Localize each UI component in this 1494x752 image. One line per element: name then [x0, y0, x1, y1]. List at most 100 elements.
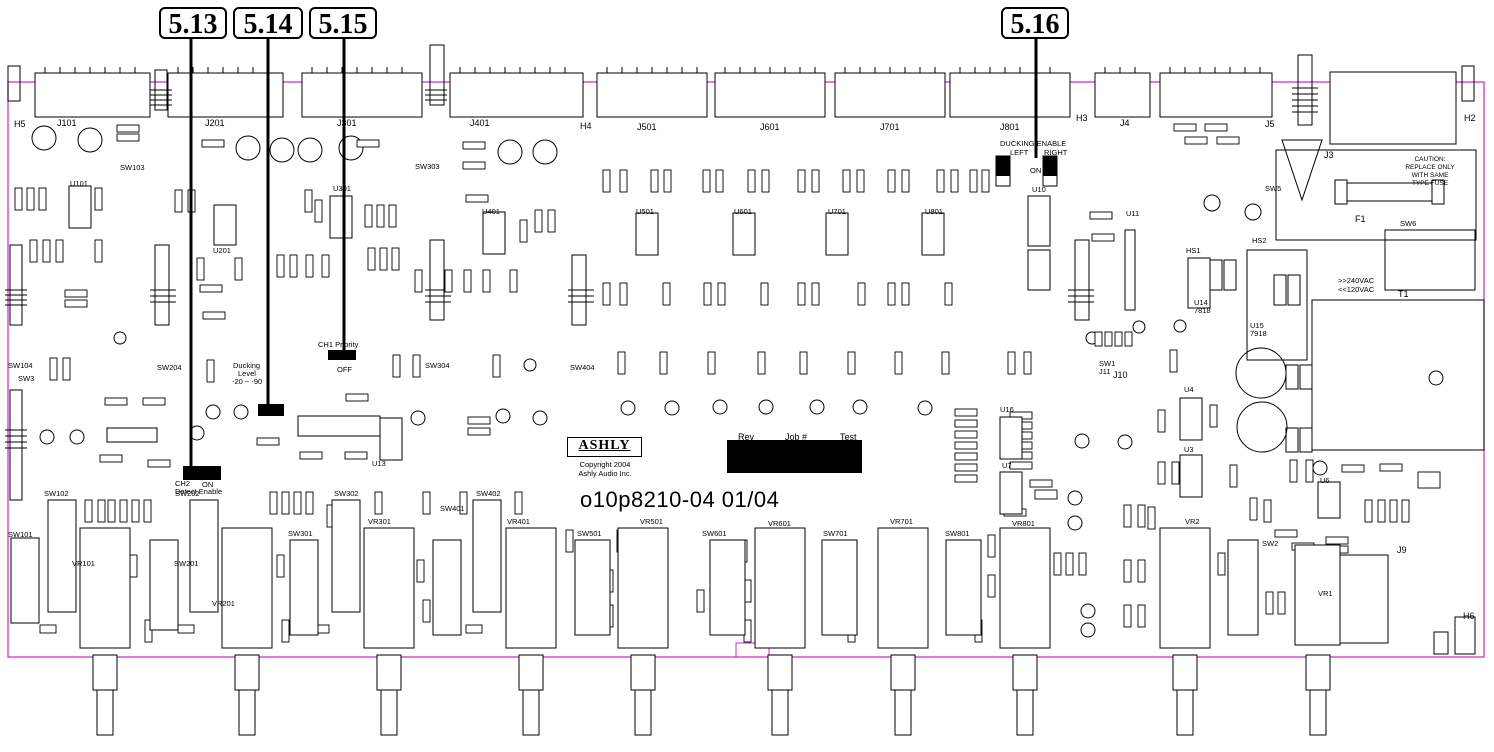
connector-j9: J9	[1397, 545, 1407, 555]
connector-notch-bottom	[735, 642, 770, 658]
switch-sw301: SW301	[288, 529, 313, 538]
switch-sw501: SW501	[577, 529, 602, 538]
switch-sw3: SW3	[18, 374, 35, 383]
switch-sw1: SW1	[1099, 359, 1116, 368]
pot-vr101: VR101	[72, 559, 95, 568]
pot-vr2: VR2	[1185, 517, 1200, 526]
chip-u7: U7	[1002, 461, 1012, 470]
slider-pots	[10, 499, 1389, 649]
switch-sw303: SW303	[415, 162, 440, 171]
connector-j3: J3	[1324, 150, 1334, 160]
rev-label: Rev	[738, 432, 755, 442]
connector-j5: J5	[1265, 119, 1275, 129]
pot-vr501: VR501	[640, 517, 663, 526]
switch-sw101: SW101	[8, 530, 33, 539]
pot-vr801: VR801	[1012, 519, 1035, 528]
voltage-low: <<120VAC	[1338, 285, 1375, 294]
pot-vr401: VR401	[507, 517, 530, 526]
switch-sw201: SW201	[174, 559, 199, 568]
power-section	[1187, 139, 1485, 453]
connector-j101: J101	[57, 118, 77, 128]
copyright-line-1: Copyright 2004	[579, 460, 631, 469]
voltage-high: >>240VAC	[1338, 276, 1375, 285]
part-number: o10p8210-04 01/04	[580, 487, 780, 512]
chip-u401: U401	[482, 207, 500, 216]
test-label: Test	[840, 432, 857, 442]
priority-off-label: OFF	[337, 365, 352, 374]
connector-pin-ticks	[44, 67, 1261, 73]
chip-u14: U14	[1194, 298, 1208, 307]
rev-box	[727, 442, 760, 472]
ashly-logo: ASHLY	[567, 437, 642, 457]
caution-line-4: TYPE FUSE	[1411, 180, 1449, 187]
connector-j301: J301	[337, 118, 357, 128]
chip-u501: U501	[636, 207, 654, 216]
fuse-caution: CAUTION: REPLACE ONLY WITH SAME TYPE FUS…	[1380, 156, 1480, 188]
heatsink-1-label: HS1	[1186, 246, 1201, 255]
connector-j401: J401	[470, 118, 490, 128]
switch-sw202: SW202	[175, 489, 200, 498]
copyright-line-2: Ashly Audio Inc.	[578, 469, 632, 478]
caution-line-1: CAUTION:	[1414, 156, 1446, 163]
pot-vr1: VR1	[1318, 589, 1333, 598]
switch-sw2: SW2	[1262, 539, 1279, 548]
heatsink-2-label: HS2	[1252, 236, 1267, 245]
switch-sw402: SW402	[476, 489, 501, 498]
ducking-left-label: LEFT	[1010, 148, 1029, 157]
chip-u701: U701	[828, 207, 846, 216]
ducking-switches	[183, 155, 1058, 480]
regulator-7918: 7918	[1250, 329, 1267, 338]
ducking-right-label: RIGHT	[1044, 148, 1068, 157]
ch1-priority-label: CH1 Priority	[318, 340, 359, 349]
side-springs	[5, 239, 1094, 501]
bottom-connectors	[1433, 616, 1476, 655]
hole-h3: H3	[1076, 113, 1088, 123]
ducking-enable-label: DUCKING ENABLE	[1000, 139, 1067, 148]
copyright: Copyright 2004 Ashly Audio Inc.	[560, 460, 650, 478]
resistor-rows	[14, 169, 1410, 643]
ducking-on-label: ON	[1030, 166, 1042, 175]
pot-vr201: VR201	[212, 599, 235, 608]
chip-u4: U4	[1184, 385, 1194, 394]
transformer-label: T1	[1398, 289, 1409, 299]
switch-sw302: SW302	[334, 489, 359, 498]
chip-u3: U3	[1184, 445, 1194, 454]
pot-shafts	[92, 654, 1331, 736]
switch-sw701: SW701	[823, 529, 848, 538]
callout-5-13: 5.13	[159, 7, 227, 40]
chip-u101: U101	[70, 179, 88, 188]
callout-5-15: 5.15	[309, 7, 377, 40]
job-box	[762, 442, 832, 472]
chip-u16: U16	[1000, 405, 1014, 414]
caution-line-3: WITH SAME	[1411, 172, 1449, 179]
switch-sw104: SW104	[8, 361, 33, 370]
pot-vr601: VR601	[768, 519, 791, 528]
connector-j701: J701	[880, 122, 900, 132]
chip-u15: U15	[1250, 321, 1264, 330]
callout-5-14: 5.14	[233, 7, 303, 40]
switch-sw5: SW5	[1265, 184, 1282, 193]
chip-u301: U301	[333, 184, 351, 193]
chip-u10: U10	[1032, 185, 1046, 194]
switch-sw401: SW401	[440, 504, 465, 513]
chip-u201: U201	[213, 246, 231, 255]
connector-j801: J801	[1000, 122, 1020, 132]
hole-h6: H6	[1463, 611, 1475, 621]
detect-enable-label: Detect Enable	[175, 487, 223, 496]
switch-sw304: SW304	[425, 361, 450, 370]
hole-h4: H4	[580, 121, 592, 131]
fuse-label: F1	[1355, 214, 1366, 224]
chip-u13: U13	[372, 459, 386, 468]
connector-j201: J201	[205, 118, 225, 128]
pot-vr701: VR701	[890, 517, 913, 526]
connector-j4: J4	[1120, 118, 1130, 128]
regulator-7818: 7818	[1194, 306, 1211, 315]
hole-h2: H2	[1464, 113, 1476, 123]
job-label: Job #	[785, 432, 808, 442]
connector-j11: J11	[1099, 367, 1111, 376]
ducking-level-label-1: Ducking	[233, 361, 261, 370]
switch-sw204: SW204	[157, 363, 182, 372]
connector-j501: J501	[637, 122, 657, 132]
chip-u11: U11	[1126, 209, 1140, 218]
